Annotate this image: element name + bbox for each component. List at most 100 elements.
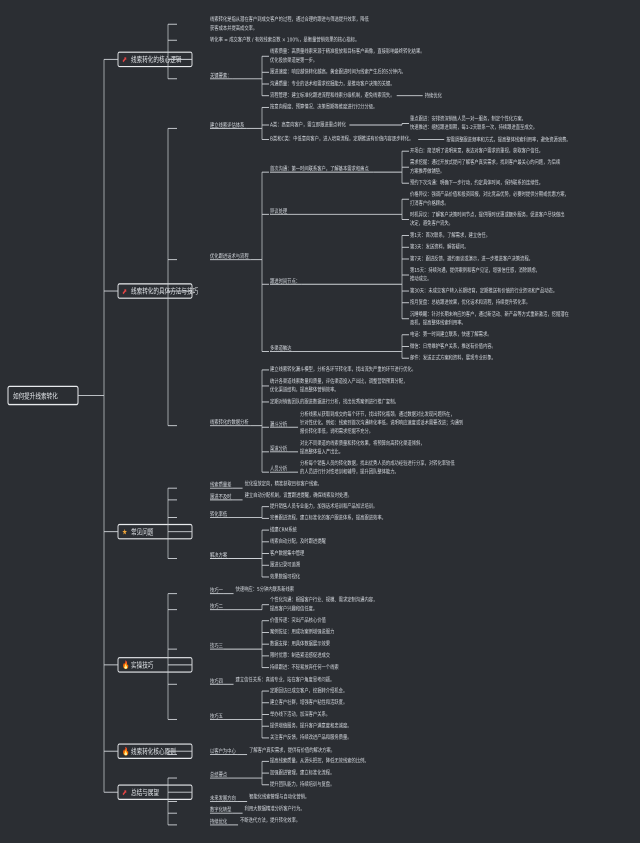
node-label[interactable]: 以客户为中心 — [210, 748, 236, 756]
node-text: 提高线索质量，从源头把控，降低无效线索的比例。 — [270, 757, 369, 765]
chart-icon: ⬈ — [122, 788, 127, 797]
node-note: 提高整体投入产出比。 — [300, 448, 343, 456]
node-text: 线索自动分配，及时跟进提醒 — [270, 538, 326, 546]
node-text: 客户数据集中管理 — [270, 549, 304, 557]
node-note: 报价转化率低，说明需求挖掘不充分。 — [300, 427, 373, 435]
node-label[interactable]: 首次沟通：第一时间联系客户，了解基本需求和痛点 — [270, 165, 369, 173]
node-tag: 按需调整跟进频率和方式，提高整体线索利用率，避免资源浪费。 — [446, 136, 571, 144]
node-note: 不断迭代方法，提升转化效率。 — [240, 817, 300, 825]
node-label[interactable]: 转化率低 — [210, 510, 227, 518]
branch-label: 线索转化的具体方法与技巧 — [131, 286, 199, 296]
node-label[interactable]: 持续优化 — [210, 818, 227, 826]
node-label[interactable]: 技巧一 — [210, 587, 223, 595]
node-note: 分析线索从获取到成交的每个环节，找出转化瓶颈。通过数据对比发现问题所在， — [300, 410, 455, 418]
node-label[interactable]: 异议处理 — [270, 207, 287, 215]
node-text: 定期对销售团队的跟进数据进行分析，找出优秀案例进行推广复制。 — [270, 398, 399, 406]
node-text: 沉睡唤醒：针对长期未响应的客户，通过新活动、新产品等方式重新激活，挖掘潜在 — [410, 310, 569, 318]
node-note: 利用大数据精准分析客户行为。 — [245, 805, 305, 813]
node-note: 建立自动分配机制，设置跟进提醒，确保线索及时处理。 — [245, 492, 352, 500]
node-text: 统计各渠道线索数量和质量，评估渠道投入产出比，调整营销预算分配， — [270, 377, 407, 385]
node-tag: 持续优化 — [425, 92, 442, 100]
node-text: 时机异议：了解客户决策时间节点，提供限时优惠或额外服务，促进客户尽快做出 — [410, 211, 565, 219]
node-text: 建立线索转化漏斗模型，分析各环节转化率，找出流失严重的环节进行优化。 — [270, 366, 416, 374]
node-text: 第1天：首次联系，了解需求，建立信任。 — [410, 231, 490, 239]
node-text: 获客成本并提高成交率。 — [210, 24, 257, 32]
node-text: 按月复盘：总结跟进效果，优化话术和流程，持续提升转化率。 — [410, 298, 530, 306]
chart-icon: ⬈ — [122, 56, 127, 65]
root-label: 如何提升线索转化 — [13, 391, 58, 401]
branch-label: 常见问题 — [131, 526, 154, 536]
node-label[interactable]: 技巧四 — [210, 677, 223, 685]
fire-icon: 🔥 — [122, 660, 129, 670]
node-label[interactable]: 线索质量差 — [210, 481, 231, 489]
node-note: 对比不同渠道的线索质量和转化效果，将预算向高转化渠道倾斜， — [300, 439, 425, 447]
node-note: 优化投放定向，精准获取目标客户线索。 — [245, 480, 322, 488]
node-label[interactable]: 建立线索评估体系 — [210, 121, 244, 129]
node-note: 分析每个销售人员的转化数据，找出优秀人员的成功经验进行分享，对转化率较低 — [300, 460, 455, 468]
node-text: 微信：日常维护客户关系，推送有价值内容。 — [410, 342, 496, 350]
branch-label: 总结与展望 — [131, 787, 159, 797]
node-text: 定期回访已成交客户，挖掘转介绍机会。 — [270, 687, 347, 695]
node-text: 开场白：简洁明了说明来意，表达对客户需求的重视，获取客户信任。 — [410, 147, 543, 155]
node-label[interactable]: 未来发展方向 — [210, 794, 236, 802]
node-label[interactable]: 线索转化的数据分析 — [210, 419, 249, 427]
node-text: 优化投放渠道是第一步。 — [270, 56, 317, 64]
node-label[interactable]: 数字化转型 — [210, 806, 231, 814]
node-text: 线索转化是指从潜在客户到成交客户的过程，通过合理的跟进与筛选提升效率，降低 — [210, 16, 369, 24]
node-text: 线索质量：高质量线索来源于精准投放和目标客户画像，直接影响最终转化结果。 — [270, 48, 425, 56]
node-label[interactable]: 人员分析 — [270, 465, 287, 473]
node-label[interactable]: 多渠道触达 — [270, 344, 291, 352]
node-label[interactable]: 跟进不及时 — [210, 493, 231, 501]
node-text: 电话：第一时间建立联系，快速了解需求。 — [410, 330, 492, 338]
node-text: 打消客户价格顾虑。 — [410, 199, 449, 207]
node-text: 预约下次沟通：明确下一步行动，约定具体时间，保持联系的连续性。 — [410, 179, 543, 187]
node-text: 数据支撑：用具体数据展示效果 — [270, 640, 330, 648]
node-text: 第30天：未成交客户转入长期培育，定期推送有价值的行业资讯和产品动态。 — [410, 287, 557, 295]
node-label[interactable]: 技巧二 — [210, 603, 223, 611]
node-label[interactable]: 解决方案 — [210, 551, 227, 559]
node-text: 案例佐证：用成功案例增强说服力 — [270, 628, 334, 636]
node-label[interactable]: 漏斗分析 — [270, 420, 287, 428]
node-text: 快速推进：缩短跟进周期，每1-2天联系一次，持续跟进直至成交。 — [410, 123, 537, 131]
node-label[interactable]: 关键要素： — [210, 72, 231, 80]
node-note: 了解客户真实需求，提供有价值的解决方案。 — [249, 746, 335, 754]
node-text: 重点跟进：安排资深销售人员一对一服务，制定个性化方案， — [410, 115, 526, 123]
node-text: B类和C类：中低意向客户，进入培育流程，定期推送有价值内容逐步转化。 — [270, 135, 413, 143]
node-text: 搭建CRM系统 — [270, 526, 297, 534]
node-text: 提升团队能力，持续培训与复盘。 — [270, 780, 334, 788]
flame-icon: 🔥 — [122, 746, 129, 756]
branch-label: 线索转化的核心逻辑 — [131, 54, 182, 64]
node-label[interactable]: 跟进时间节点： — [270, 277, 300, 285]
node-text: 举办线下活动，加深客户关系。 — [270, 710, 330, 718]
node-label[interactable]: 渠道分析 — [270, 445, 287, 453]
node-label[interactable]: 技巧五 — [210, 712, 223, 720]
branch-label: 实操技巧 — [131, 660, 154, 670]
node-note: 的人员进行针对性培训和辅导，提升团队整体能力。 — [300, 468, 399, 476]
node-text: 第15天：持续沟通，提供案例和客户见证，增强信任感，消除顾虑， — [410, 266, 540, 274]
branch-label: 线索转化核心原则 — [131, 746, 176, 756]
node-text: 决定，避免客户流失。 — [410, 220, 453, 228]
node-label[interactable]: 技巧三 — [210, 642, 223, 650]
node-text: 方案推荐做铺垫。 — [410, 167, 444, 175]
chart-icon: ⬈ — [122, 287, 127, 296]
node-label[interactable]: 总结要点 — [210, 771, 227, 779]
node-text: 推动成交。 — [410, 275, 431, 283]
node-text: 完善跟进流程，建立标准化的客户跟进体系，提高跟进效率。 — [270, 514, 386, 522]
node-text: 转化率 = 成交客户数 / 有效线索总数 × 100%，是衡量营销效果的核心指标… — [210, 36, 359, 44]
node-note: 智能化线索管理与自动化营销。 — [249, 793, 309, 801]
node-text: 优化渠道结构，提高整体营销效率。 — [270, 386, 339, 394]
node-text: 跟进速度：响应越快转化越高，黄金跟进时间为线索产生后的5分钟内。 — [270, 68, 406, 76]
node-text: 第7天：跟进反馈，邀约面谈或演示，进一步推进客户决策流程。 — [410, 255, 533, 263]
node-text: 提升销售人员专业能力，加强话术培训和产品知识培训。 — [270, 502, 377, 510]
node-text: 限时优惠：制造紧迫感促进成交 — [270, 652, 330, 660]
node-text: A类：高意向客户，需立即跟进重点转化 — [270, 121, 346, 129]
node-text: 提供增值服务，提升客户满意度和忠诚度。 — [270, 722, 352, 730]
node-label[interactable]: 优化跟进话术与流程 — [210, 253, 249, 261]
node-text: 关注客户反馈，持续改进产品和服务质量。 — [270, 734, 352, 742]
node-text: 加强跟进管理，建立标准化流程。 — [270, 769, 334, 777]
node-text: 流程管理：建立标准化跟进流程和线索分级机制，避免线索流失。 — [270, 91, 395, 99]
node-note: 快速响应：5分钟内联系新线索 — [236, 585, 295, 593]
node-text: 效果数据可视化 — [270, 573, 300, 581]
node-text: 商机，提高整体线索利用率。 — [410, 319, 466, 327]
